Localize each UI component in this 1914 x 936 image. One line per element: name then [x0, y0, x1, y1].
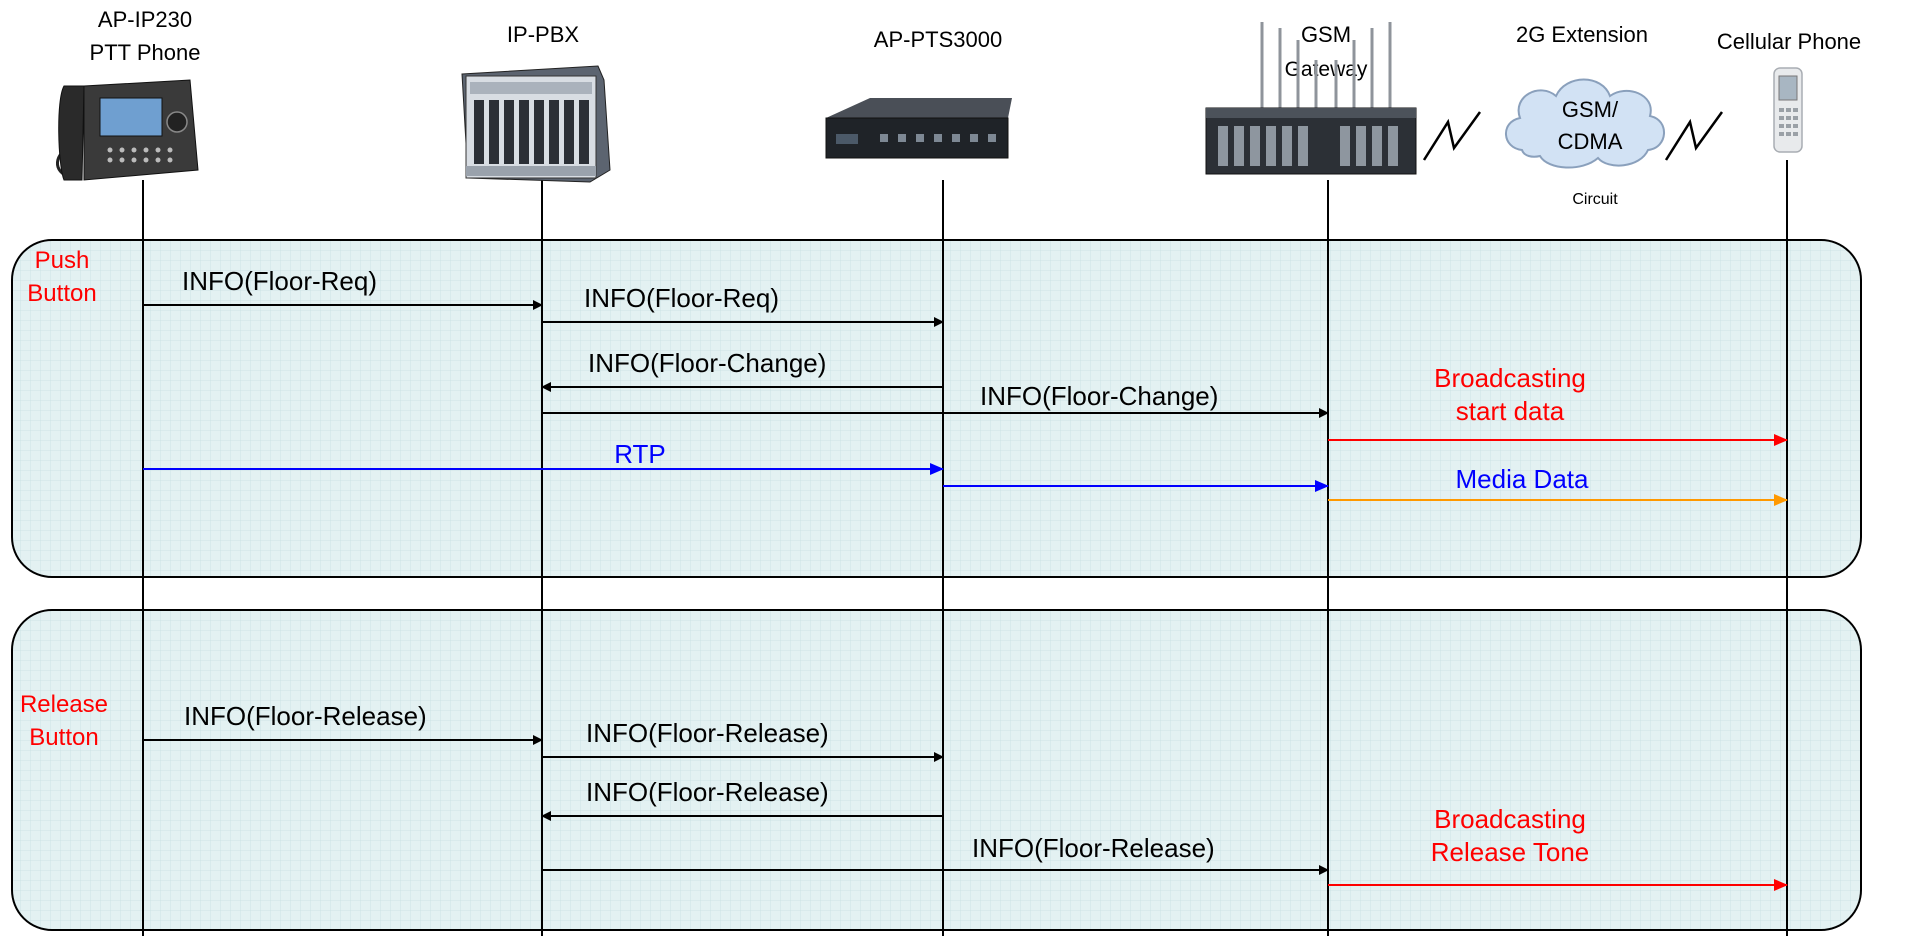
gsm-cdma-cloud-icon: GSM/ CDMA Circuit	[1505, 78, 1665, 208]
gsm-gateway-label-line1: GSM	[1301, 22, 1351, 47]
desk-phone-icon	[56, 79, 199, 181]
push-label-line2: Button	[27, 280, 96, 307]
release-label-line1: Release	[20, 691, 108, 718]
extension-label: 2G Extension	[1516, 22, 1648, 47]
cloud-label-line2: CDMA	[1558, 129, 1623, 154]
pts3000-rack-unit-icon	[825, 98, 1012, 159]
pts-label: AP-PTS3000	[874, 27, 1002, 52]
msg-rtp-label: RTP	[614, 439, 666, 469]
cellular-phone-label: Cellular Phone	[1717, 29, 1861, 54]
msg-broadcasting-start-label-line2: start data	[1456, 396, 1565, 426]
release-button-section	[11, 609, 1862, 931]
msg-floor-release-3-label: INFO(Floor-Release)	[586, 777, 829, 807]
release-label-line2: Button	[29, 724, 98, 751]
msg-floor-change-1-label: INFO(Floor-Change)	[588, 348, 826, 378]
cloud-label-line1: GSM/	[1562, 97, 1619, 122]
circuit-caption: Circuit	[1572, 191, 1618, 208]
phone-label-line2: PTT Phone	[90, 40, 201, 65]
msg-floor-release-1-label: INFO(Floor-Release)	[184, 701, 427, 731]
msg-media-data-label: Media Data	[1456, 464, 1589, 494]
msg-floor-req-2-label: INFO(Floor-Req)	[584, 283, 779, 313]
phone-label-line1: AP-IP230	[98, 7, 192, 32]
msg-floor-change-2-label: INFO(Floor-Change)	[980, 381, 1218, 411]
msg-floor-release-2-label: INFO(Floor-Release)	[586, 718, 829, 748]
gsm-gateway-label-line2: Gateway	[1285, 58, 1368, 81]
push-label-line1: Push	[35, 247, 90, 274]
gsm-gateway-device-icon	[1205, 22, 1417, 175]
pbx-label: IP-PBX	[507, 22, 579, 47]
wireless-link-icon-right	[1664, 111, 1724, 161]
msg-broadcasting-release-label-line1: Broadcasting	[1434, 804, 1586, 834]
msg-broadcasting-release-label-line2: Release Tone	[1431, 837, 1590, 867]
msg-floor-req-1-label: INFO(Floor-Req)	[182, 266, 377, 296]
msg-floor-release-4-label: INFO(Floor-Release)	[972, 833, 1215, 863]
push-messages: INFO(Floor-Req) INFO(Floor-Req) INFO(Flo…	[143, 266, 1788, 506]
push-button-section	[11, 239, 1862, 578]
section-labels: Push Button Release Button	[20, 247, 108, 751]
node-labels: AP-IP230 PTT Phone IP-PBX AP-PTS3000 GSM…	[90, 7, 1862, 81]
release-messages: INFO(Floor-Release) INFO(Floor-Release) …	[143, 701, 1788, 891]
ip-pbx-chassis-icon	[461, 65, 611, 183]
wireless-link-icon-left	[1422, 111, 1482, 161]
cellular-phone-icon	[1773, 67, 1803, 153]
msg-broadcasting-start-label-line1: Broadcasting	[1434, 363, 1586, 393]
